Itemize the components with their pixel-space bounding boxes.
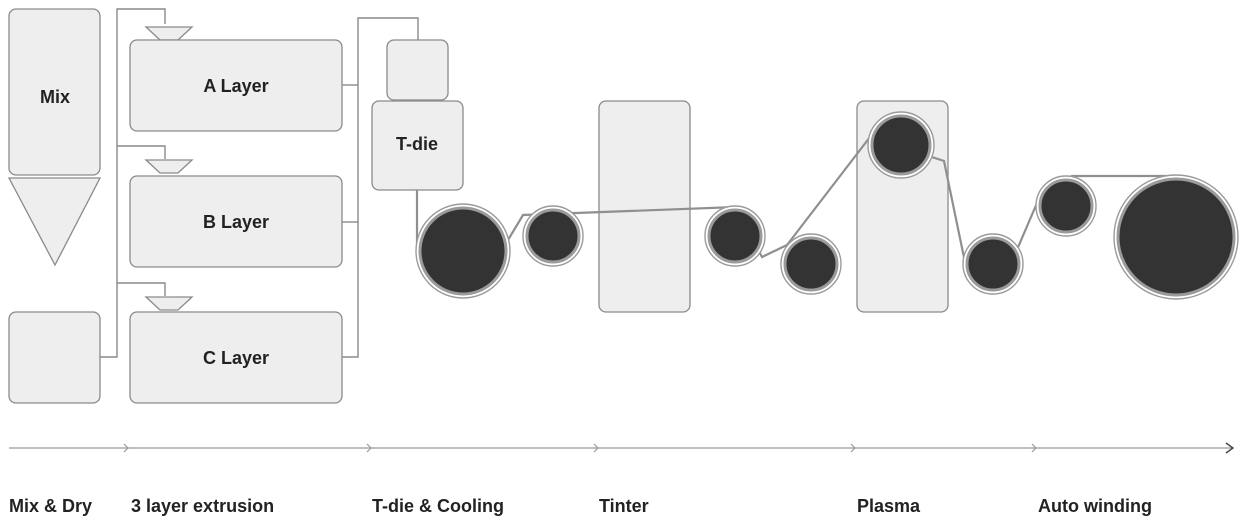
mix-label: Mix — [40, 87, 70, 107]
feed-piping — [100, 8, 166, 358]
timeline-tick-1 — [123, 443, 129, 453]
mix-silo-body — [8, 8, 101, 176]
timeline-tick-2 — [366, 443, 372, 453]
hopper-c — [144, 296, 194, 311]
extruder-b: B Layer — [129, 175, 343, 268]
tdie-label: T-die — [396, 134, 438, 154]
step-label-auto-winding: Auto winding — [1038, 496, 1152, 516]
hopper-b — [144, 159, 194, 174]
winding-roll — [1113, 174, 1239, 300]
extruder-c: C Layer — [129, 311, 343, 404]
layer-a-label: A Layer — [203, 76, 268, 96]
step-label-mix-dry: Mix & Dry — [9, 496, 92, 516]
feed-pipe-main — [100, 8, 166, 358]
guide-roll-3 — [780, 233, 842, 295]
layer-c-label: C Layer — [203, 348, 269, 368]
dryer-box — [8, 311, 101, 404]
timeline-tick-3 — [593, 443, 599, 453]
tdie-feedblock — [386, 39, 449, 101]
tdie: T-die — [371, 100, 464, 191]
guide-roll-2 — [704, 205, 766, 267]
step-label-tdie-cooling: T-die & Cooling — [372, 496, 504, 516]
feed-pipe-b — [117, 145, 166, 159]
timeline-arrow-icon — [1225, 442, 1235, 454]
timeline-tick-4 — [850, 443, 856, 453]
guide-roll-5 — [1035, 175, 1097, 237]
timeline-tick-5 — [1031, 443, 1037, 453]
mix-silo: Mix — [7, 8, 102, 267]
step-label-plasma: Plasma — [857, 496, 921, 516]
step-label-extrusion: 3 layer extrusion — [131, 496, 274, 516]
step-label-tinter: Tinter — [599, 496, 649, 516]
tinter-chamber — [598, 100, 691, 313]
hopper-a — [144, 26, 194, 41]
melt-piping — [342, 17, 419, 358]
feed-pipe-c — [117, 282, 166, 296]
chill-roll — [415, 203, 511, 299]
guide-roll-4 — [962, 233, 1024, 295]
plasma-roll — [867, 111, 935, 179]
mix-silo-cone — [7, 177, 102, 267]
guide-roll-1 — [522, 205, 584, 267]
process-timeline — [9, 442, 1235, 454]
melt-pipe-main — [342, 17, 419, 358]
layer-b-label: B Layer — [203, 212, 269, 232]
extruder-a: A Layer — [129, 39, 343, 132]
